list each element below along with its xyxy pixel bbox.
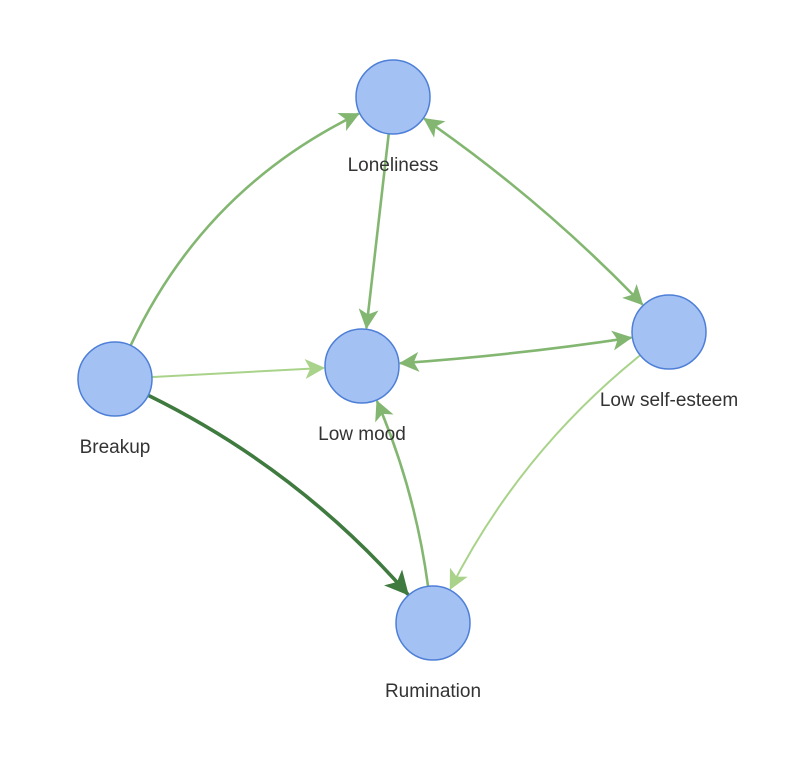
edge-rumination-to-low-mood xyxy=(375,400,430,587)
node-low-mood[interactable]: Low mood xyxy=(318,328,406,445)
node-circle-loneliness[interactable] xyxy=(355,59,431,135)
edge-breakup-to-low-mood xyxy=(151,358,326,379)
edge-loneliness-to-low-self-esteem xyxy=(423,117,644,306)
edge-breakup-to-loneliness xyxy=(129,112,360,346)
node-label-low-self-esteem: Low self-esteem xyxy=(600,390,738,411)
node-circle-breakup[interactable] xyxy=(77,341,153,417)
edge-loneliness-to-low-mood xyxy=(358,133,390,330)
node-label-loneliness: Loneliness xyxy=(348,155,439,176)
node-breakup[interactable]: Breakup xyxy=(77,341,153,458)
edge-breakup-to-rumination xyxy=(147,394,410,596)
node-label-rumination: Rumination xyxy=(385,681,481,702)
node-circle-rumination[interactable] xyxy=(395,585,471,661)
node-label-breakup: Breakup xyxy=(80,437,151,458)
node-low-self-esteem[interactable]: Low self-esteem xyxy=(600,294,738,411)
edge-low-self-esteem-to-rumination xyxy=(449,354,641,590)
node-loneliness[interactable]: Loneliness xyxy=(348,59,439,176)
node-circle-low-mood[interactable] xyxy=(324,328,400,404)
node-label-low-mood: Low mood xyxy=(318,424,406,445)
edge-low-self-esteem-to-low-mood xyxy=(398,330,633,372)
node-rumination[interactable]: Rumination xyxy=(385,585,481,702)
node-circle-low-self-esteem[interactable] xyxy=(631,294,707,370)
edges-layer xyxy=(129,112,644,596)
